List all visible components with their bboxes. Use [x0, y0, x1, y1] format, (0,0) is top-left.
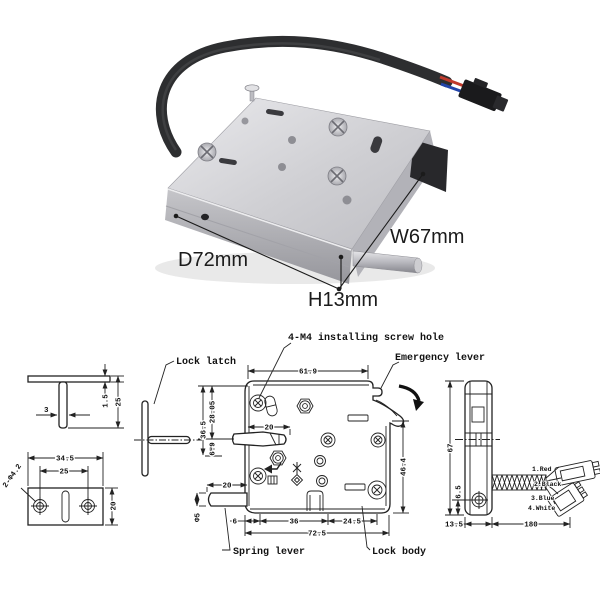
wire-label-white: 4.White [528, 505, 555, 512]
wire-red [439, 75, 465, 88]
body-bottommid-dim: 36 [289, 519, 299, 527]
body-rightheight-dim: 46.4 [401, 458, 409, 477]
screw-hole-label: 4-M4 installing screw hole [288, 332, 444, 344]
plate-holes-dim: 2-Φ4.2 [2, 463, 24, 490]
latch-side-view: 1.5 25 3 [27, 364, 125, 429]
screw [197, 142, 217, 162]
product-photo: D72mm W67mm H13mm [155, 35, 509, 311]
height-dimension-label: H13mm [308, 289, 378, 311]
wire-label-black: 2.Black [534, 481, 561, 488]
technical-drawing: 1.5 25 3 34.5 25 20 2-Φ4.2 [2, 332, 600, 558]
body-leftmid-dim: 36.5 [201, 421, 209, 440]
photo-dimensions [173, 171, 426, 292]
small-hole [314, 455, 326, 467]
spring-lever-label: Spring lever [233, 546, 305, 558]
body-latchlen-dim: 20 [264, 425, 274, 433]
slot [344, 483, 366, 491]
latch-plate-view: 34.5 25 20 2-Φ4.2 [2, 452, 120, 526]
body-lefttop-dim: 28.05 [210, 400, 218, 423]
side-depth-dim: 13.5 [445, 522, 464, 530]
latch-stem-dim: 3 [44, 407, 49, 415]
lock-latch-label: Lock latch [176, 356, 236, 368]
side-height-dim: 67 [448, 443, 456, 452]
cable-drawing: 1.Red 2.Black 3.Blue 4.White [491, 460, 600, 517]
rotation-arrow-icon [398, 384, 424, 411]
slot [347, 414, 369, 422]
wire-label-red: 1.Red [532, 466, 552, 473]
diamond-icon [290, 473, 304, 487]
latch-height-dim: 25 [116, 397, 124, 407]
m4-screw-hole [249, 394, 267, 412]
wire-label-blue: 3.Blue [531, 495, 555, 502]
lock-body-photo [165, 84, 448, 284]
small-hole [316, 475, 328, 487]
spring-lever-shape [207, 492, 248, 507]
mount-hole [241, 117, 249, 125]
latch-pin [352, 250, 423, 274]
center-screw [320, 432, 336, 448]
slot [219, 157, 237, 166]
body-leverlen-dim: 20 [222, 483, 232, 491]
mount-hole [342, 195, 352, 205]
bottom-tab [306, 490, 324, 511]
side-cablelength-dim: 180 [524, 522, 538, 530]
body-leverdia-dim: Φ5 [195, 512, 203, 522]
screw-post [244, 84, 260, 102]
br-screw [367, 480, 387, 500]
cable-connector [458, 78, 509, 112]
connector-plug-small [547, 481, 589, 517]
body-bottomtotal-dim: 72.5 [308, 531, 327, 539]
arrow-icon [264, 462, 282, 474]
body-bottomleft-dim: 6 [232, 519, 237, 527]
adjust-hole [201, 213, 209, 221]
body-latch [231, 431, 287, 447]
lock-latch-front-view: Lock latch [134, 356, 236, 477]
lock-body-drawing: 61.9 28.05 36.5 6.9 20 20 Φ5 46.4 [195, 332, 486, 558]
mount-hole [288, 136, 296, 144]
oval-slot [264, 395, 278, 417]
side-band [455, 432, 500, 447]
emergency-lever-label: Emergency lever [395, 352, 485, 364]
body-bottomright-dim: 24.5 [343, 519, 362, 527]
cable [155, 35, 509, 158]
screw [328, 117, 348, 137]
mount-hole [278, 163, 286, 171]
latch-thickness-dim: 1.5 [103, 394, 111, 408]
grid-icon [267, 475, 278, 485]
star-icon [292, 462, 302, 474]
lock-body-label: Lock body [372, 546, 426, 558]
plate-width-dim: 34.5 [56, 456, 75, 464]
hex-nut [269, 450, 287, 466]
connector-plug-large [554, 460, 600, 486]
plate-holespacing-dim: 25 [59, 469, 69, 477]
plate-height-dim: 20 [111, 501, 119, 511]
screw [327, 166, 347, 186]
side-holeoffset-dim: 6.5 [456, 485, 464, 499]
slot [266, 108, 284, 117]
oval-hole [370, 136, 383, 153]
body-topwidth-dim: 61.9 [299, 369, 318, 377]
side-view-drawing: 67 6.5 13.5 180 [444, 380, 571, 531]
body-leftsmall-dim: 6.9 [210, 442, 218, 456]
m4-screw-hole [249, 467, 267, 485]
width-dimension-label: W67mm [390, 226, 464, 248]
depth-dimension-label: D72mm [178, 249, 248, 271]
hex-nut [296, 398, 314, 414]
right-screw [370, 432, 386, 448]
side-hole [470, 491, 488, 509]
